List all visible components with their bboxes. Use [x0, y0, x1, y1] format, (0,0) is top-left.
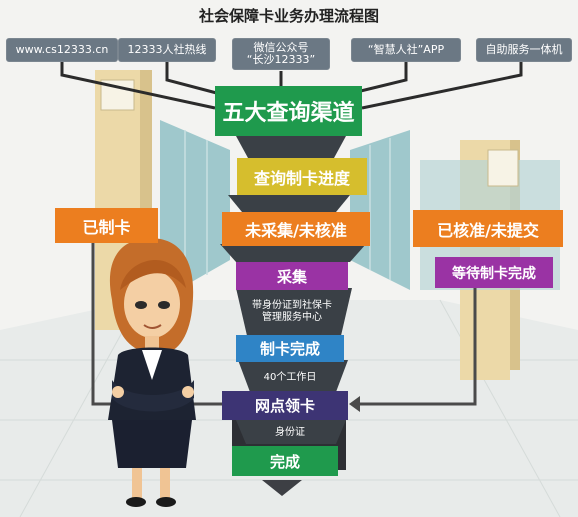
- channel-wechat-line2: “长沙12333”: [246, 53, 316, 66]
- step-approved-not-submitted: 已核准/未提交: [413, 210, 563, 247]
- woman-character: [108, 238, 196, 507]
- days-note: 40个工作日: [263, 372, 317, 383]
- collect-note-line2: 管理服务中心: [262, 312, 322, 323]
- step-wait-done: 等待制卡完成: [435, 257, 553, 288]
- id-note: 身份证: [275, 427, 305, 438]
- step-collect: 采集: [236, 262, 348, 290]
- diagram-title: 社会保障卡业务办理流程图: [198, 7, 379, 25]
- step-query-progress: 查询制卡进度: [237, 158, 367, 195]
- channel-wechat-line1: 微信公众号: [253, 41, 309, 54]
- collect-note: 带身份证到社保卡 管理服务中心: [242, 300, 342, 324]
- channel-kiosk: 自助服务一体机: [476, 38, 572, 62]
- step-not-collected: 未采集/未核准: [222, 212, 370, 246]
- step-query-channels: 五大查询渠道: [215, 86, 362, 136]
- channel-wechat: 微信公众号 “长沙12333”: [232, 38, 330, 70]
- step-pickup: 网点领卡: [222, 391, 348, 420]
- step-card-made: 已制卡: [55, 208, 158, 243]
- channel-app: “智慧人社”APP: [351, 38, 461, 62]
- step-card-done: 制卡完成: [236, 335, 344, 362]
- step-finish: 完成: [232, 446, 338, 476]
- collect-note-line1: 带身份证到社保卡: [252, 300, 332, 311]
- channel-website: www.cs12333.cn: [6, 38, 118, 62]
- channel-hotline: 12333人社热线: [118, 38, 216, 62]
